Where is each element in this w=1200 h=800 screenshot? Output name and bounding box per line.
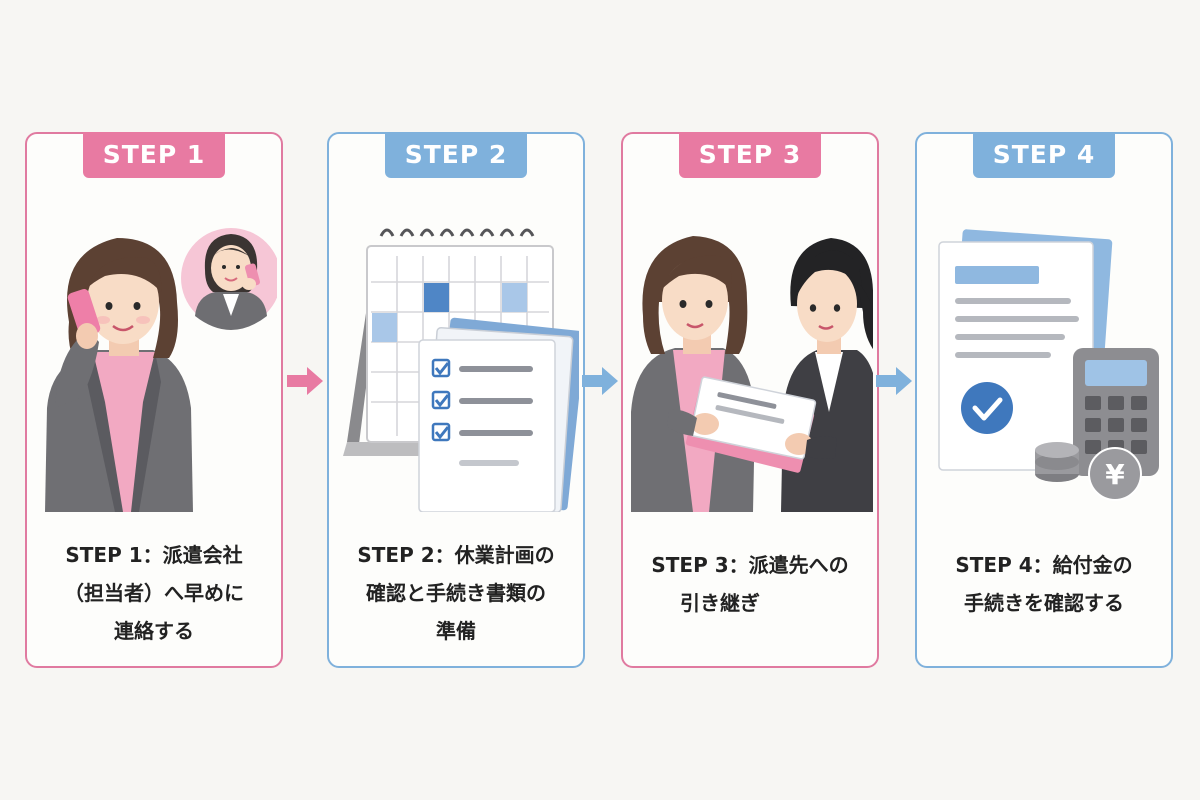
step-4-caption: STEP 4：給付金の 手続きを確認する bbox=[923, 546, 1165, 622]
yen-coin-icon: ¥ bbox=[1088, 447, 1142, 501]
caption-line: STEP 3：派遣先への bbox=[651, 553, 849, 577]
step-2-badge: STEP 2 bbox=[385, 132, 527, 178]
contact-on-phone-icon bbox=[181, 228, 277, 330]
step-3-badge: STEP 3 bbox=[679, 132, 821, 178]
checklist-document-icon bbox=[418, 317, 579, 512]
step-3-card: STEP 3 STEP 3：派遣先への 引き継ぎ bbox=[621, 132, 879, 668]
arrow-right-icon bbox=[876, 367, 912, 395]
handover-documents-icon bbox=[631, 236, 873, 512]
svg-text:¥: ¥ bbox=[1105, 458, 1125, 491]
step-1-badge: STEP 1 bbox=[83, 132, 225, 178]
caption-line: 引き継ぎ bbox=[680, 591, 760, 615]
step-1-caption: STEP 1：派遣会社 （担当者）へ早めに 連絡する bbox=[33, 536, 275, 650]
caption-line: 確認と手続き書類の bbox=[366, 581, 546, 605]
step-1-card: STEP 1 STE bbox=[25, 132, 283, 668]
step-4-card: STEP 4 ¥ bbox=[915, 132, 1173, 668]
caption-line: STEP 4：給付金の bbox=[955, 553, 1133, 577]
step-3-caption: STEP 3：派遣先への 引き継ぎ bbox=[629, 546, 871, 622]
woman-on-phone-icon bbox=[45, 228, 277, 512]
approved-document-icon: ¥ bbox=[938, 229, 1159, 501]
caption-line: 準備 bbox=[436, 619, 476, 643]
caption-line: 連絡する bbox=[114, 619, 194, 643]
step-4-badge: STEP 4 bbox=[973, 132, 1115, 178]
step-2-card: STEP 2 bbox=[327, 132, 585, 668]
caption-line: 手続きを確認する bbox=[964, 591, 1124, 615]
caption-line: STEP 1：派遣会社 bbox=[65, 543, 243, 567]
caption-line: （担当者）へ早めに bbox=[64, 581, 244, 605]
calculator-icon bbox=[1073, 348, 1159, 476]
arrow-right-icon bbox=[287, 367, 323, 395]
coins-icon bbox=[1035, 442, 1079, 482]
arrow-right-icon bbox=[582, 367, 618, 395]
step-2-caption: STEP 2：休業計画の 確認と手続き書類の 準備 bbox=[335, 536, 577, 650]
caption-line: STEP 2：休業計画の bbox=[357, 543, 555, 567]
desk-calendar-icon bbox=[343, 228, 579, 512]
